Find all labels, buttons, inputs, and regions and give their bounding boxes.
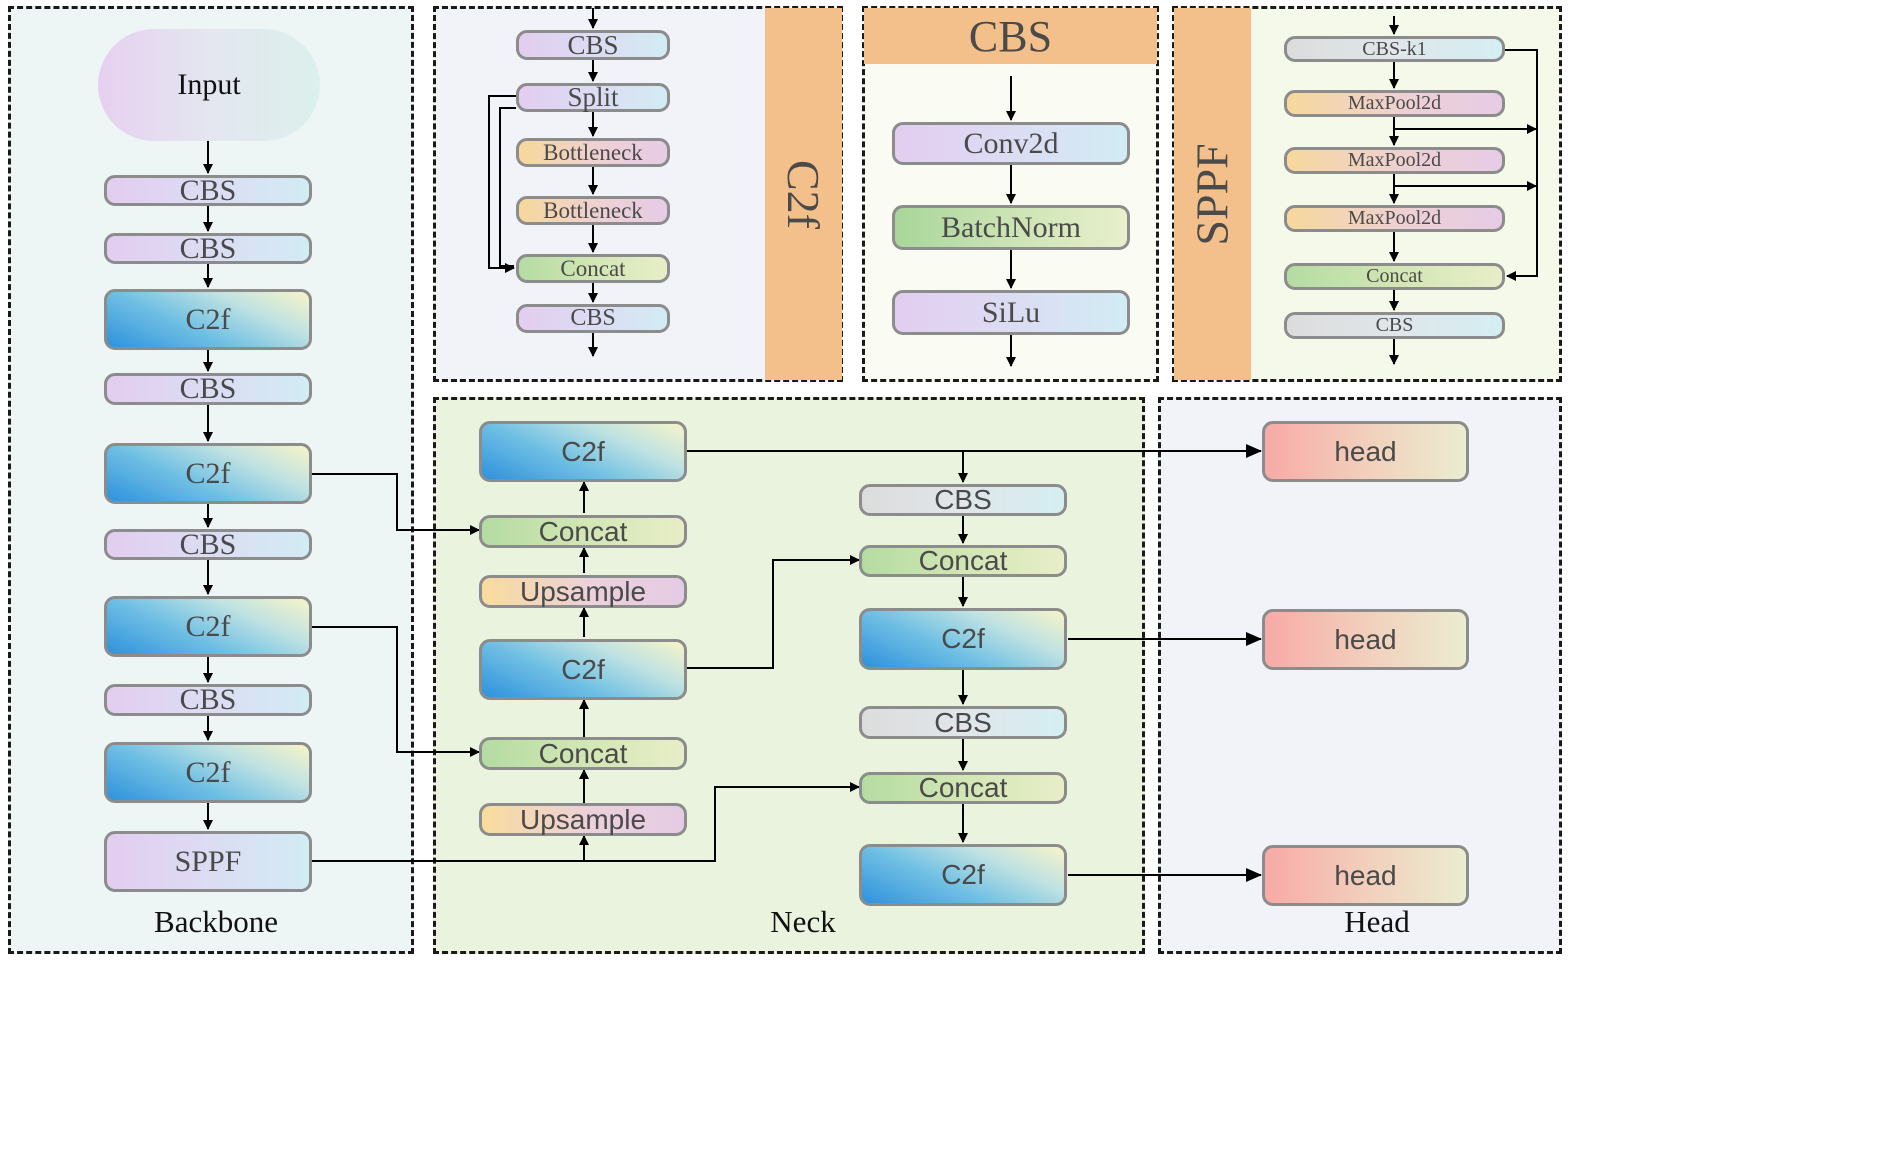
neck-label: Neck <box>770 904 836 939</box>
neck-right-concat-top: Concat <box>859 545 1067 577</box>
neck-right-c2f-mid: C2f <box>859 608 1067 670</box>
sppf-module-maxpool-1: MaxPool2d <box>1284 90 1505 117</box>
c2f-module-split: Split <box>516 82 670 112</box>
backbone-cbs-5: CBS <box>104 683 312 716</box>
neck-left-upsample-top: Upsample <box>479 575 687 608</box>
cbs-module-conv2d: Conv2d <box>892 122 1130 165</box>
sppf-module-cbs-out: CBS <box>1284 312 1505 339</box>
backbone-cbs-1: CBS <box>104 174 312 207</box>
head-node-3: head <box>1262 845 1469 906</box>
backbone-label: Backbone <box>154 904 278 939</box>
neck-left-c2f-mid: C2f <box>479 639 687 700</box>
neck-left-concat-bottom: Concat <box>479 737 687 770</box>
backbone-c2f-4: C2f <box>104 742 312 803</box>
backbone-sppf: SPPF <box>104 831 312 892</box>
head-label: Head <box>1344 904 1410 939</box>
sppf-section-title: SPPF <box>1174 8 1251 380</box>
neck-right-c2f-bottom: C2f <box>859 844 1067 906</box>
sppf-module-maxpool-3: MaxPool2d <box>1284 205 1505 232</box>
neck-right-cbs-bottom: CBS <box>859 706 1067 739</box>
c2f-module-cbs-out: CBS <box>516 304 670 333</box>
sppf-module-concat: Concat <box>1284 263 1505 290</box>
c2f-module-concat: Concat <box>516 254 670 283</box>
head-node-1: head <box>1262 421 1469 482</box>
backbone-c2f-1: C2f <box>104 289 312 350</box>
neck-left-concat-top: Concat <box>479 515 687 548</box>
backbone-cbs-3: CBS <box>104 372 312 405</box>
c2f-module-bottleneck-1: Bottleneck <box>516 138 670 167</box>
sppf-module-maxpool-2: MaxPool2d <box>1284 147 1505 174</box>
sppf-module-cbs-k1: CBS-k1 <box>1284 36 1505 62</box>
c2f-module-cbs-in: CBS <box>516 30 670 60</box>
c2f-section-title: C2f <box>765 8 842 380</box>
backbone-c2f-3: C2f <box>104 596 312 657</box>
backbone-cbs-4: CBS <box>104 528 312 561</box>
backbone-cbs-2: CBS <box>104 232 312 265</box>
input-node: Input <box>98 29 320 141</box>
neck-right-cbs-top: CBS <box>859 484 1067 516</box>
neck-right-concat-bottom: Concat <box>859 772 1067 804</box>
cbs-module-batchnorm: BatchNorm <box>892 205 1130 250</box>
neck-left-upsample-bottom: Upsample <box>479 803 687 836</box>
c2f-module-bottleneck-2: Bottleneck <box>516 196 670 225</box>
neck-left-c2f-top: C2f <box>479 421 687 482</box>
head-node-2: head <box>1262 609 1469 670</box>
cbs-section-title: CBS <box>864 8 1157 64</box>
cbs-module-silu: SiLu <box>892 290 1130 335</box>
backbone-c2f-2: C2f <box>104 443 312 504</box>
